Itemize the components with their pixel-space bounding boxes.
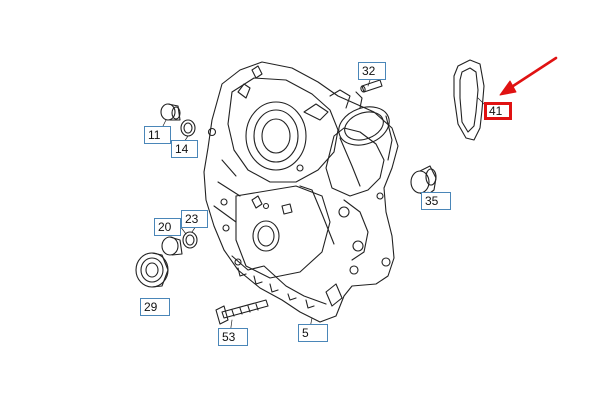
callout-11[interactable]: 11	[144, 126, 171, 144]
timing-cover-housing	[203, 61, 399, 323]
screw-plug	[160, 103, 181, 121]
red-arrow-icon	[499, 56, 558, 96]
mounting-bolt	[215, 299, 269, 325]
crankshaft-seal	[135, 252, 169, 288]
dowel-pin	[360, 79, 383, 93]
seal-ring	[180, 119, 196, 137]
callout-23[interactable]: 23	[181, 210, 208, 228]
coolant-outlet-neck	[338, 106, 393, 187]
small-seal-rings	[161, 231, 198, 256]
callout-35[interactable]: 35	[421, 192, 451, 210]
callout-20[interactable]: 20	[154, 218, 181, 236]
callout-5[interactable]: 5	[298, 324, 328, 342]
callout-53[interactable]: 53	[218, 328, 248, 346]
callout-41[interactable]: 41	[484, 102, 512, 120]
callout-29[interactable]: 29	[140, 298, 170, 316]
outlet-gasket	[453, 59, 485, 141]
idler-cap	[410, 165, 437, 197]
callout-32[interactable]: 32	[358, 62, 386, 80]
callout-14[interactable]: 14	[171, 140, 198, 158]
